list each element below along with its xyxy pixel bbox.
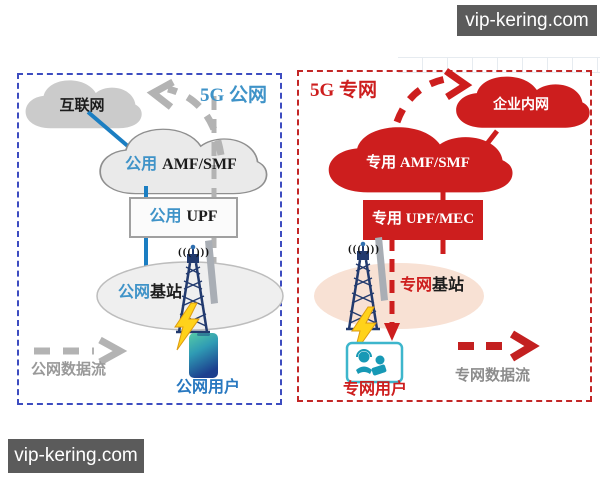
private-signal-waves-icon: ((( )))	[348, 243, 380, 255]
private-users-box	[345, 341, 404, 384]
private-station-prefix: 专网	[400, 277, 433, 294]
public-signal-waves-icon: ((( )))	[178, 246, 210, 258]
public-upf-prefix: 公用	[149, 208, 182, 225]
public-network-graphics	[25, 78, 284, 378]
private-network-panel	[297, 70, 592, 402]
private-base-station-label: 专网基站	[400, 277, 464, 295]
private-network-graphics	[314, 68, 590, 384]
public-data-flow-label: 公网数据流	[31, 362, 107, 378]
private-data-flow-arrow	[458, 330, 540, 362]
private-data-flow-label: 专网数据流	[455, 368, 531, 384]
public-upf-box	[129, 197, 238, 238]
private-upf-mec-box	[363, 200, 483, 240]
watermark-badge-bottom: vip-kering.com	[8, 439, 144, 473]
public-base-station-label: 公网基站	[100, 284, 200, 302]
private-amf-smf-label: 专用 AMF/SMF	[366, 155, 470, 171]
private-upf-mec-label: 专用 UPF/MEC	[371, 211, 475, 227]
public-amf-prefix: 公用	[125, 156, 158, 173]
private-station-suffix: 基站	[432, 277, 465, 294]
public-data-flow-arrow	[34, 336, 128, 366]
private-uplink-curved-arrow	[393, 68, 473, 124]
enterprise-intranet-label: 企业内网	[493, 98, 549, 113]
public-network-title: 5G 公网	[200, 85, 268, 106]
smartphone-icon	[189, 333, 218, 378]
public-upf-name: UPF	[186, 208, 218, 225]
public-station-suffix: 基站	[150, 284, 183, 301]
public-station-prefix: 公网	[117, 284, 150, 301]
public-uplink-curved-arrow	[146, 78, 225, 156]
public-user-label: 公网用户	[175, 379, 240, 396]
private-dashed-downlink-arrow	[384, 238, 400, 341]
public-network-panel	[17, 73, 282, 405]
private-network-title: 5G 专网	[310, 80, 378, 101]
private-users-icon	[356, 349, 387, 376]
watermark-badge-top: vip-kering.com	[457, 5, 597, 36]
internet-cloud-label: 互联网	[59, 98, 105, 114]
private-base-station-ellipse	[314, 263, 484, 329]
public-amf-name: AMF/SMF	[162, 156, 237, 173]
private-user-label: 专网用户	[342, 381, 407, 398]
internet-link-line	[86, 110, 132, 150]
